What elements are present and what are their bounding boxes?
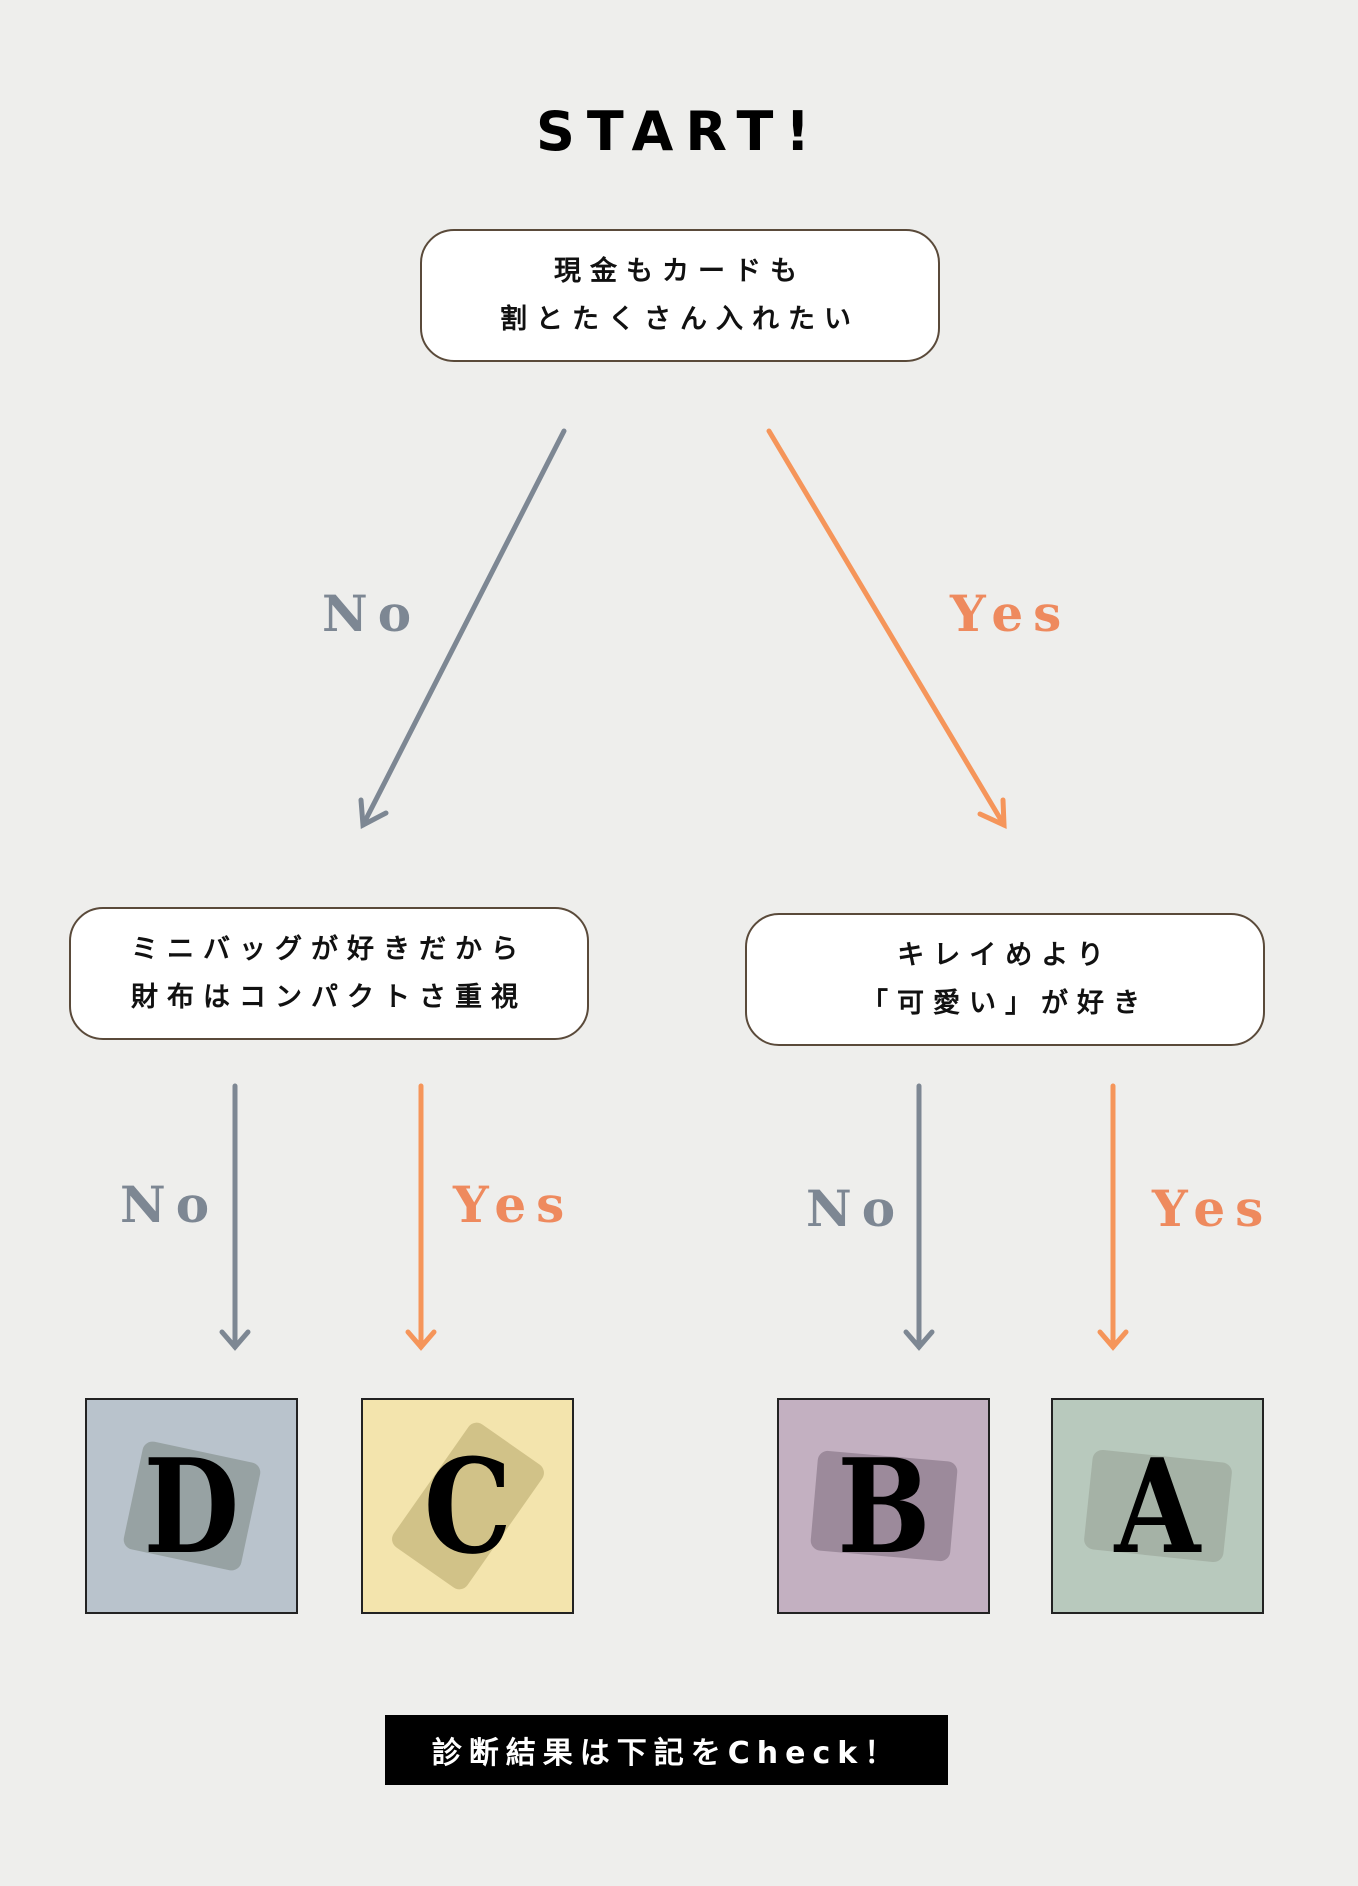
arrow-no-start	[358, 428, 567, 829]
result-letter: D	[143, 1429, 240, 1583]
question-line: 割とたくさん入れたい	[500, 303, 860, 335]
result-b[interactable]: B	[777, 1398, 990, 1614]
label-no: No	[806, 1179, 906, 1238]
result-letter: B	[836, 1429, 931, 1583]
arrow-no-right	[903, 1083, 935, 1351]
left-question-box: ミニバッグが好きだから 財布はコンパクトさ重視	[69, 907, 589, 1040]
label-yes: Yes	[950, 584, 1072, 643]
question-line: 財布はコンパクトさ重視	[131, 981, 527, 1013]
result-letter: A	[1114, 1429, 1201, 1583]
question-line: ミニバッグが好きだから	[131, 933, 527, 965]
result-d[interactable]: D	[85, 1398, 298, 1614]
question-line: 現金もカードも	[554, 255, 806, 287]
arrow-no-left	[219, 1083, 251, 1351]
result-c[interactable]: C	[361, 1398, 574, 1614]
label-yes: Yes	[1152, 1179, 1274, 1238]
label-no: No	[322, 584, 422, 643]
check-results-button[interactable]: 診断結果は下記をCheck！	[385, 1715, 948, 1785]
result-a[interactable]: A	[1051, 1398, 1264, 1614]
arrow-yes-left	[405, 1083, 437, 1351]
arrow-yes-start	[766, 428, 1007, 829]
label-yes: Yes	[453, 1175, 575, 1234]
right-question-box: キレイめより 「可愛い」が好き	[745, 913, 1265, 1046]
start-question-box: 現金もカードも 割とたくさん入れたい	[420, 229, 940, 362]
arrow-yes-right	[1097, 1083, 1129, 1351]
question-line: キレイめより	[897, 939, 1113, 971]
question-line: 「可愛い」が好き	[861, 987, 1149, 1019]
result-letter: C	[423, 1429, 512, 1583]
label-no: No	[120, 1175, 220, 1234]
start-title: START!	[536, 100, 822, 163]
